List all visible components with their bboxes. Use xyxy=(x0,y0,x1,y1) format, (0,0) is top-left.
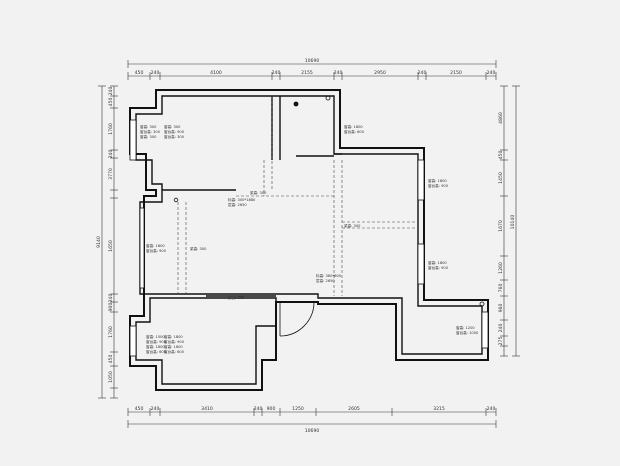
windows xyxy=(129,119,489,357)
label-3: 窗台高: 300 xyxy=(140,129,161,134)
drain-icon xyxy=(293,101,299,107)
label-9: 窗高: 1800 xyxy=(146,243,165,248)
pipe-icon-3 xyxy=(479,301,485,307)
walls xyxy=(129,89,489,391)
beam-lines xyxy=(177,96,418,296)
right-seg-7: 960 xyxy=(498,304,504,313)
left-seg-1: 240 xyxy=(108,87,114,96)
fixtures xyxy=(173,95,485,307)
label-19: 窗高: 1200 xyxy=(456,325,475,330)
top-seg-1: 450 xyxy=(135,70,144,76)
label-17: 梁高: 300 xyxy=(190,246,207,251)
bottom-seg-4: 240 xyxy=(254,406,263,412)
label-6: 窗台高: 900 xyxy=(428,183,449,188)
bottom-seg-1: 450 xyxy=(135,406,144,412)
label-22: 窗台高: 600 xyxy=(344,129,365,134)
window-right-bottom xyxy=(481,311,489,349)
label-26: 窗台高: 600 xyxy=(146,349,167,354)
left-seg-6: 1650 xyxy=(108,240,114,252)
bottom-seg-3: 3410 xyxy=(201,406,213,412)
dimension-texts: 10690 450 240 4100 240 2155 240 2950 240… xyxy=(135,58,496,434)
label-18: 梁高: 300 xyxy=(228,295,245,300)
right-seg-4: 1670 xyxy=(498,220,504,232)
pipe-icon-2 xyxy=(173,197,179,203)
bottom-seg-7: 2605 xyxy=(348,406,360,412)
bottom-seg-8: 3215 xyxy=(433,406,445,412)
top-seg-5: 2155 xyxy=(301,70,313,76)
top-seg-9: 2150 xyxy=(450,70,462,76)
window-left-bottom xyxy=(129,325,137,357)
left-seg-10: 450 xyxy=(108,355,114,364)
label-13: 窗高: 1800 xyxy=(164,334,183,339)
right-seg-1: 4860 xyxy=(498,112,504,124)
bottom-seg-5: 900 xyxy=(267,406,276,412)
label-4: 窗台高: 900 xyxy=(164,129,185,134)
bottom-seg-2: 240 xyxy=(151,406,160,412)
left-seg-4: 240 xyxy=(108,150,114,159)
window-right-mid xyxy=(417,243,425,285)
outer-wall xyxy=(129,89,489,391)
label-23: 窗高: 1800 xyxy=(164,344,183,349)
right-seg-3: 1450 xyxy=(498,172,504,184)
left-seg-7: 240 xyxy=(108,294,114,303)
right-total-dim: 10140 xyxy=(510,215,516,230)
left-seg-3: 1760 xyxy=(108,123,114,135)
dimension-lines xyxy=(98,60,520,428)
label-14: 窗台高: 900 xyxy=(164,339,185,344)
label-11: 窗高: 1500 xyxy=(146,334,165,339)
bottom-seg-9: 240 xyxy=(487,406,496,412)
right-seg-8: 240 xyxy=(498,324,504,333)
top-seg-3: 4100 xyxy=(210,70,222,76)
left-seg-5: 3770 xyxy=(108,168,114,180)
top-total-dim: 10690 xyxy=(305,58,320,64)
bottom-total-dim: 10690 xyxy=(305,428,320,434)
bottom-seg-6: 1250 xyxy=(292,406,304,412)
right-dimension-texts: 4860 450 1450 1670 1260 760 960 240 275 … xyxy=(498,112,516,345)
top-seg-10: 240 xyxy=(487,70,496,76)
label-29: 标高: 300*1880 xyxy=(228,197,256,202)
left-total-dim: 9140 xyxy=(96,236,102,248)
top-seg-2: 240 xyxy=(151,70,160,76)
window-left-mid xyxy=(139,207,145,289)
label-32: 窗台高: 300 xyxy=(164,134,185,139)
annotations: 窗高: 300 窗高: 300 窗台高: 300 窗台高: 900 窗高: 18… xyxy=(140,124,479,354)
bottom-left-wall xyxy=(135,297,277,385)
window-left-top xyxy=(129,119,137,161)
label-10: 窗台高: 900 xyxy=(146,248,167,253)
label-21: 窗高: 1800 xyxy=(344,124,363,129)
left-seg-2: 450 xyxy=(108,98,114,107)
pipe-icon-1 xyxy=(325,95,331,101)
top-seg-8: 240 xyxy=(418,70,427,76)
label-2: 窗高: 300 xyxy=(164,124,181,129)
top-seg-4: 240 xyxy=(272,70,281,76)
right-seg-2: 450 xyxy=(498,151,504,160)
window-right-top xyxy=(417,159,425,201)
label-16: 梁高: 300 xyxy=(344,223,361,228)
left-dimension-texts: 9140 240 450 1760 240 3770 1650 240 900 … xyxy=(96,87,114,383)
right-seg-6: 760 xyxy=(498,284,504,293)
label-25: 窗高: 1800 xyxy=(146,344,165,349)
label-27: 层高: 2650 xyxy=(228,202,247,207)
left-seg-9: 1760 xyxy=(108,326,114,338)
label-5: 窗高: 1800 xyxy=(428,178,447,183)
left-seg-11: 1050 xyxy=(108,371,114,383)
label-7: 窗高: 1800 xyxy=(428,260,447,265)
label-30: 标高: 380*600 xyxy=(316,273,342,278)
entry-door xyxy=(279,301,315,337)
top-seg-6: 240 xyxy=(334,70,343,76)
label-31: 窗高: 300 xyxy=(140,134,157,139)
label-1: 窗高: 300 xyxy=(140,124,157,129)
label-12: 窗台高: 900 xyxy=(146,339,167,344)
left-seg-8: 900 xyxy=(108,303,114,312)
label-20: 窗台高: 1000 xyxy=(456,330,479,335)
top-seg-7: 2950 xyxy=(374,70,386,76)
label-24: 窗台高: 600 xyxy=(164,349,185,354)
label-28: 层高: 2650 xyxy=(316,278,335,283)
label-8: 窗台高: 900 xyxy=(428,265,449,270)
right-seg-5: 1260 xyxy=(498,262,504,274)
inner-wall xyxy=(135,95,483,355)
right-seg-9: 275 xyxy=(498,337,504,346)
label-15: 梁高: 300 xyxy=(250,190,267,195)
